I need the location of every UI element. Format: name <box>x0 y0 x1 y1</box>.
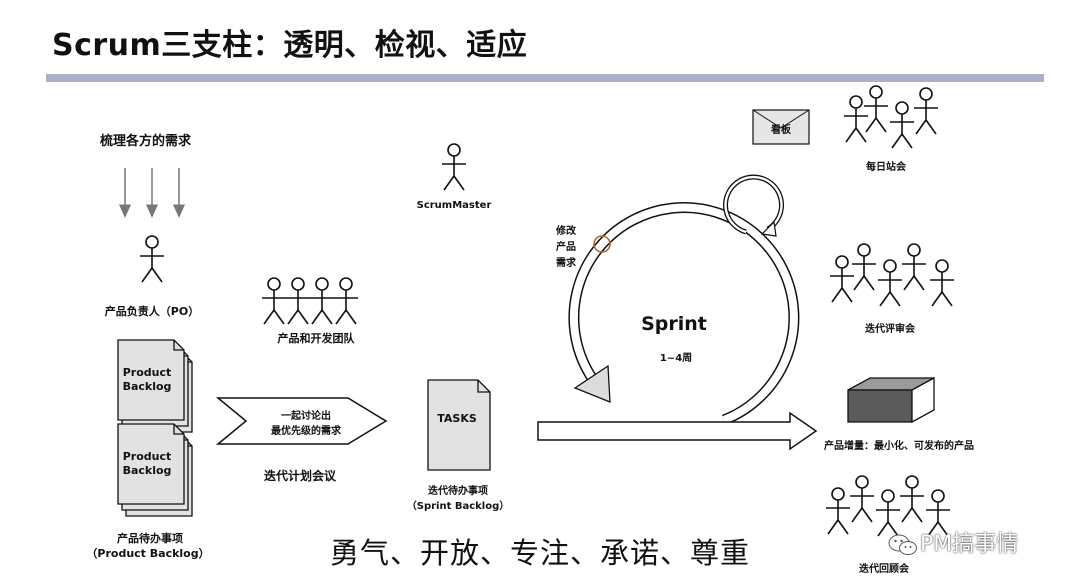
daily-standup-label: 每日站会 <box>866 162 906 173</box>
review-label: 迭代评审会 <box>865 324 915 335</box>
planning-arrow <box>215 397 388 445</box>
scrum-master-label: ScrumMaster <box>416 200 492 211</box>
wechat-icon <box>888 534 917 555</box>
tasks-document <box>427 379 491 471</box>
modify-label-line1: 修改 <box>556 226 576 237</box>
increment-label: 产品增量：最小化、可发布的产品 <box>824 441 974 452</box>
backlog-doc-label-bottom: Product Backlog <box>122 450 172 477</box>
scrum-values-text: 勇气、开放、专注、承诺、尊重 <box>329 536 751 570</box>
modify-label-line3: 需求 <box>556 258 576 269</box>
modify-marker-icon <box>593 235 611 253</box>
backlog-doc-label-top: Product Backlog <box>122 366 172 393</box>
backlog-caption-line1: 产品待办事项 <box>117 532 183 545</box>
planning-label: 迭代计划会议 <box>263 469 337 483</box>
po-label: 产品负责人（PO） <box>104 305 200 318</box>
product-increment-box-icon <box>847 376 935 424</box>
requirements-label: 梳理各方的需求 <box>100 134 192 149</box>
tasks-label: TASKS <box>437 412 477 425</box>
requirement-arrows <box>119 168 185 218</box>
team-figures <box>261 277 359 325</box>
modify-label-line2: 产品 <box>556 242 576 253</box>
retro-label: 迭代回顾会 <box>859 564 909 575</box>
team-label: 产品和开发团队 <box>277 332 355 345</box>
sprint-title: Sprint <box>641 313 707 335</box>
kanban-envelope-icon <box>752 109 810 145</box>
increment-flow-arrow <box>537 411 818 451</box>
planning-arrow-text-line1: 一起讨论出 <box>281 411 331 422</box>
page-title: Scrum三支柱：透明、检视、适应 <box>52 28 528 63</box>
sprint-backlog-caption-line1: 迭代待办事项 <box>428 486 488 497</box>
backlog-caption-line2: （Product Backlog） <box>86 547 210 560</box>
watermark: PM搞事情 <box>888 526 1018 558</box>
daily-standup-figures <box>843 85 939 149</box>
sprint-duration: 1~4周 <box>659 353 693 364</box>
review-figures <box>829 243 955 307</box>
sprint-loop-arrowhead <box>573 364 611 403</box>
kanban-label: 看板 <box>771 125 791 136</box>
watermark-text: PM搞事情 <box>920 532 1019 557</box>
scrum-master-figure <box>441 143 467 191</box>
title-underline <box>46 74 1044 82</box>
sprint-loop <box>568 202 800 426</box>
product-owner-figure <box>139 235 165 283</box>
planning-arrow-text-line2: 最优先级的需求 <box>271 426 341 437</box>
daily-loop <box>723 174 784 237</box>
sprint-backlog-caption-line2: （Sprint Backlog） <box>406 501 510 512</box>
